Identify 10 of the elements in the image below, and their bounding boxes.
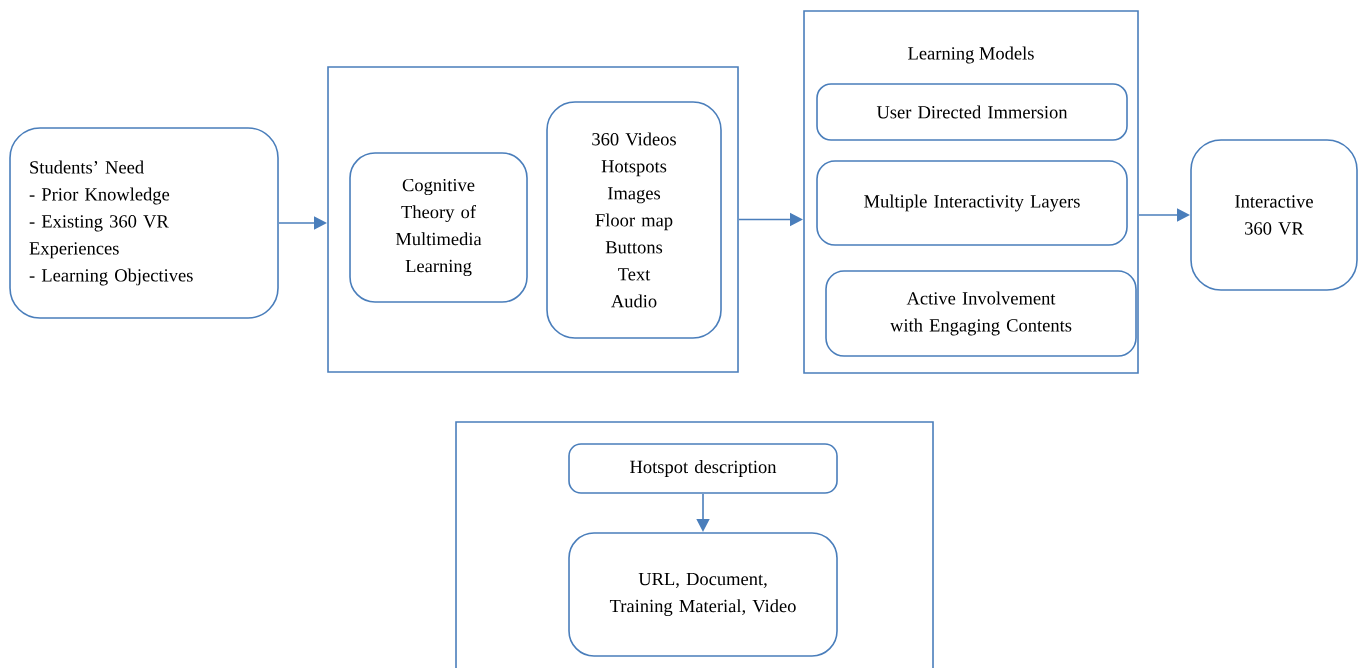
arrow <box>278 216 327 230</box>
process-box: Interactive 360 VR <box>1190 139 1358 291</box>
process-box: Cognitive Theory of Multimedia Learning <box>349 152 528 303</box>
model-box: Active Involvement with Engaging Contents <box>825 270 1137 357</box>
process-box: Hotspot description <box>568 443 838 494</box>
model-box: User Directed Immersion <box>816 83 1128 141</box>
list-box: 360 Videos Hotspots Images Floor map Buttons Text Audio <box>546 101 722 339</box>
process-box: Students’ Need - Prior Knowledge - Existing 360 VR Experiences - Learning Objectives <box>9 127 279 319</box>
model-box: Multiple Interactivity Layers <box>816 160 1128 246</box>
process-box: URL, Document, Training Material, Video <box>568 532 838 657</box>
